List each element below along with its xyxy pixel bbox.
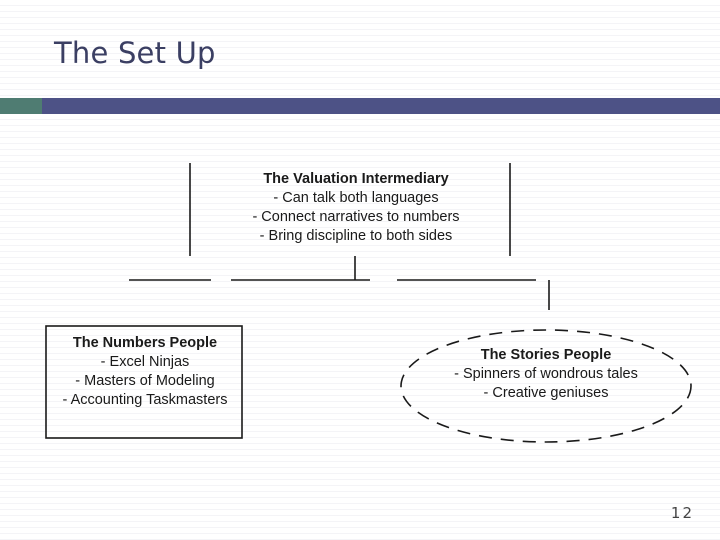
diagram-shapes — [45, 163, 692, 443]
stories-people-ellipse — [400, 329, 692, 443]
node-line: - Spinners of wondrous tales — [454, 366, 638, 382]
page-title: The Set Up — [54, 36, 216, 70]
diagram-canvas: The Valuation Intermediary - Can talk bo… — [0, 118, 720, 478]
node-line: - Masters of Modeling — [75, 373, 215, 389]
header-accent-block — [0, 98, 42, 114]
node-heading: The Numbers People — [72, 335, 218, 351]
header-band — [0, 98, 720, 114]
page-number: 12 — [670, 504, 694, 522]
node-line: - Creative geniuses — [483, 385, 609, 401]
node-numbers-people: The Numbers People - Excel Ninjas - Mast… — [46, 334, 244, 410]
node-heading: The Valuation Intermediary — [263, 171, 449, 187]
node-line: - Accounting Taskmasters — [62, 392, 228, 408]
node-line: - Bring discipline to both sides — [259, 228, 453, 244]
node-heading: The Stories People — [480, 347, 612, 363]
node-line: - Can talk both languages — [273, 190, 439, 206]
numbers-people-box — [45, 325, 243, 439]
valuation-intermediary-frame — [129, 163, 550, 310]
header-divider — [0, 114, 720, 116]
node-valuation-intermediary: The Valuation Intermediary - Can talk bo… — [196, 170, 516, 246]
node-line: - Excel Ninjas — [100, 354, 190, 370]
node-stories-people: The Stories People - Spinners of wondrou… — [400, 346, 692, 403]
node-line: - Connect narratives to numbers — [252, 209, 460, 225]
